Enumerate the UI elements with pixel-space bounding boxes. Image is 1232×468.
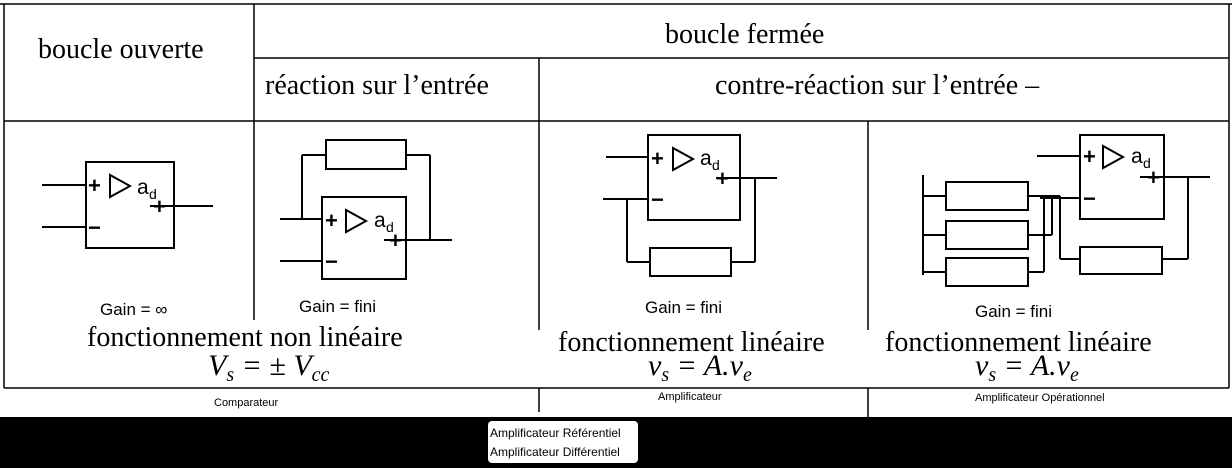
input-resistor-3: [945, 257, 1029, 287]
minus-sign: −: [1083, 186, 1096, 211]
formula-rhs-sub: e: [742, 364, 752, 386]
formula-lhs-sub: s: [988, 364, 997, 386]
formula-op: = A.v: [996, 349, 1070, 382]
table-grid: [0, 3, 1232, 417]
gain-amp: Gain = fini: [645, 298, 723, 317]
schematic-operational: [922, 134, 1210, 287]
feedback-resistor: [1079, 246, 1163, 275]
minus-sign: −: [88, 215, 101, 240]
mode-linear-opamp: fonctionnement linéaire: [885, 327, 1152, 358]
gain-subscript: d: [712, 157, 720, 173]
minus-sign: −: [651, 187, 664, 212]
mode-nonlinear: fonctionnement non linéaire: [87, 322, 403, 353]
tooltip: Amplificateur Référentiel Amplificateur …: [488, 421, 638, 463]
plus-sign: +: [389, 228, 402, 253]
plus-sign: +: [1147, 165, 1160, 190]
opamp-labels: + − + a d + − + a d + − + a d + − + a d: [88, 144, 1160, 274]
formula-rhs-sub: cc: [311, 364, 330, 386]
plus-sign: +: [153, 194, 166, 219]
schematic-positive-feedback: [280, 139, 452, 280]
gain-symbol: a: [137, 176, 149, 199]
input-resistor-1: [945, 181, 1029, 211]
schematic-open-loop: [42, 161, 213, 249]
formula-lhs: V: [208, 349, 227, 382]
caption-amplifier: Amplificateur: [658, 391, 722, 403]
header-closed-loop: boucle fermée: [665, 19, 825, 50]
gain-symbol: a: [374, 209, 386, 232]
triangle-icon: [672, 146, 696, 172]
formula-lhs-sub: s: [661, 364, 670, 386]
tooltip-line-2: Amplificateur Différentiel: [490, 445, 620, 459]
plus-sign: +: [651, 146, 664, 171]
gain-subscript: d: [386, 219, 394, 235]
formula-lhs-sub: s: [226, 364, 235, 386]
gain-opamp: Gain = fini: [975, 302, 1053, 321]
formula-linear-amp: vs = A.ve: [648, 349, 752, 387]
header-positive-feedback: réaction sur l’entrée: [265, 70, 489, 101]
formula-lhs: v: [648, 349, 662, 382]
feedback-resistor: [649, 247, 732, 277]
gain-symbol: a: [1131, 145, 1143, 168]
minus-sign: −: [325, 249, 338, 274]
opamp-box: [321, 196, 407, 280]
gain-open: Gain = ∞: [100, 300, 168, 319]
formula-op: = ± V: [234, 349, 312, 382]
triangle-icon: [1102, 144, 1126, 170]
plus-sign: +: [325, 208, 338, 233]
formula-lhs: v: [975, 349, 989, 382]
formula-rhs-sub: e: [1069, 364, 1079, 386]
tooltip-line-1: Amplificateur Référentiel: [490, 426, 621, 440]
input-resistor-2: [945, 220, 1029, 250]
header-open-loop: boucle ouverte: [38, 34, 204, 65]
formula-op: = A.v: [669, 349, 743, 382]
triangle-icon: [345, 208, 369, 234]
gain-subscript: d: [1143, 155, 1151, 171]
plus-sign: +: [716, 166, 729, 191]
formula-nonlinear: Vs = ± Vcc: [208, 349, 329, 387]
triangle-icon: [109, 173, 133, 199]
plus-sign: +: [1083, 144, 1096, 169]
caption-operational: Amplificateur Opérationnel: [975, 392, 1105, 404]
formula-linear-opamp: vs = A.ve: [975, 349, 1079, 387]
gain-subscript: d: [149, 186, 157, 202]
plus-sign: +: [88, 173, 101, 198]
mode-linear-amp: fonctionnement linéaire: [558, 327, 825, 358]
schematic-amplifier: [603, 134, 777, 277]
header-negative-feedback: contre-réaction sur l’entrée –: [715, 70, 1040, 101]
feedback-resistor: [325, 139, 407, 170]
caption-comparator: Comparateur: [214, 397, 279, 409]
gain-symbol: a: [700, 147, 712, 170]
gain-positive: Gain = fini: [299, 297, 377, 316]
